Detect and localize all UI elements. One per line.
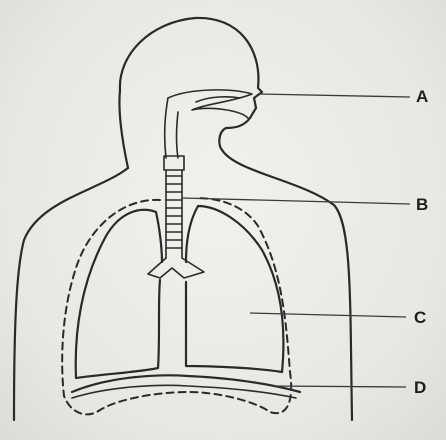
label-d: D <box>414 379 426 396</box>
nasal-cavity <box>168 90 252 118</box>
leader-line-c <box>250 313 406 317</box>
back-of-head <box>119 90 128 168</box>
pharynx <box>165 98 178 158</box>
trachea-rings <box>166 176 182 248</box>
label-a: A <box>416 88 428 105</box>
label-b: B <box>416 196 428 213</box>
right-lung <box>186 206 283 372</box>
larynx <box>164 156 184 170</box>
head-outline <box>120 18 262 150</box>
torso-right <box>222 150 352 420</box>
leader-line-b <box>182 198 410 204</box>
leader-line-a <box>258 94 410 97</box>
label-c: C <box>414 309 426 326</box>
left-lung <box>76 210 162 378</box>
bronchi <box>148 258 204 278</box>
torso-left <box>14 168 128 420</box>
